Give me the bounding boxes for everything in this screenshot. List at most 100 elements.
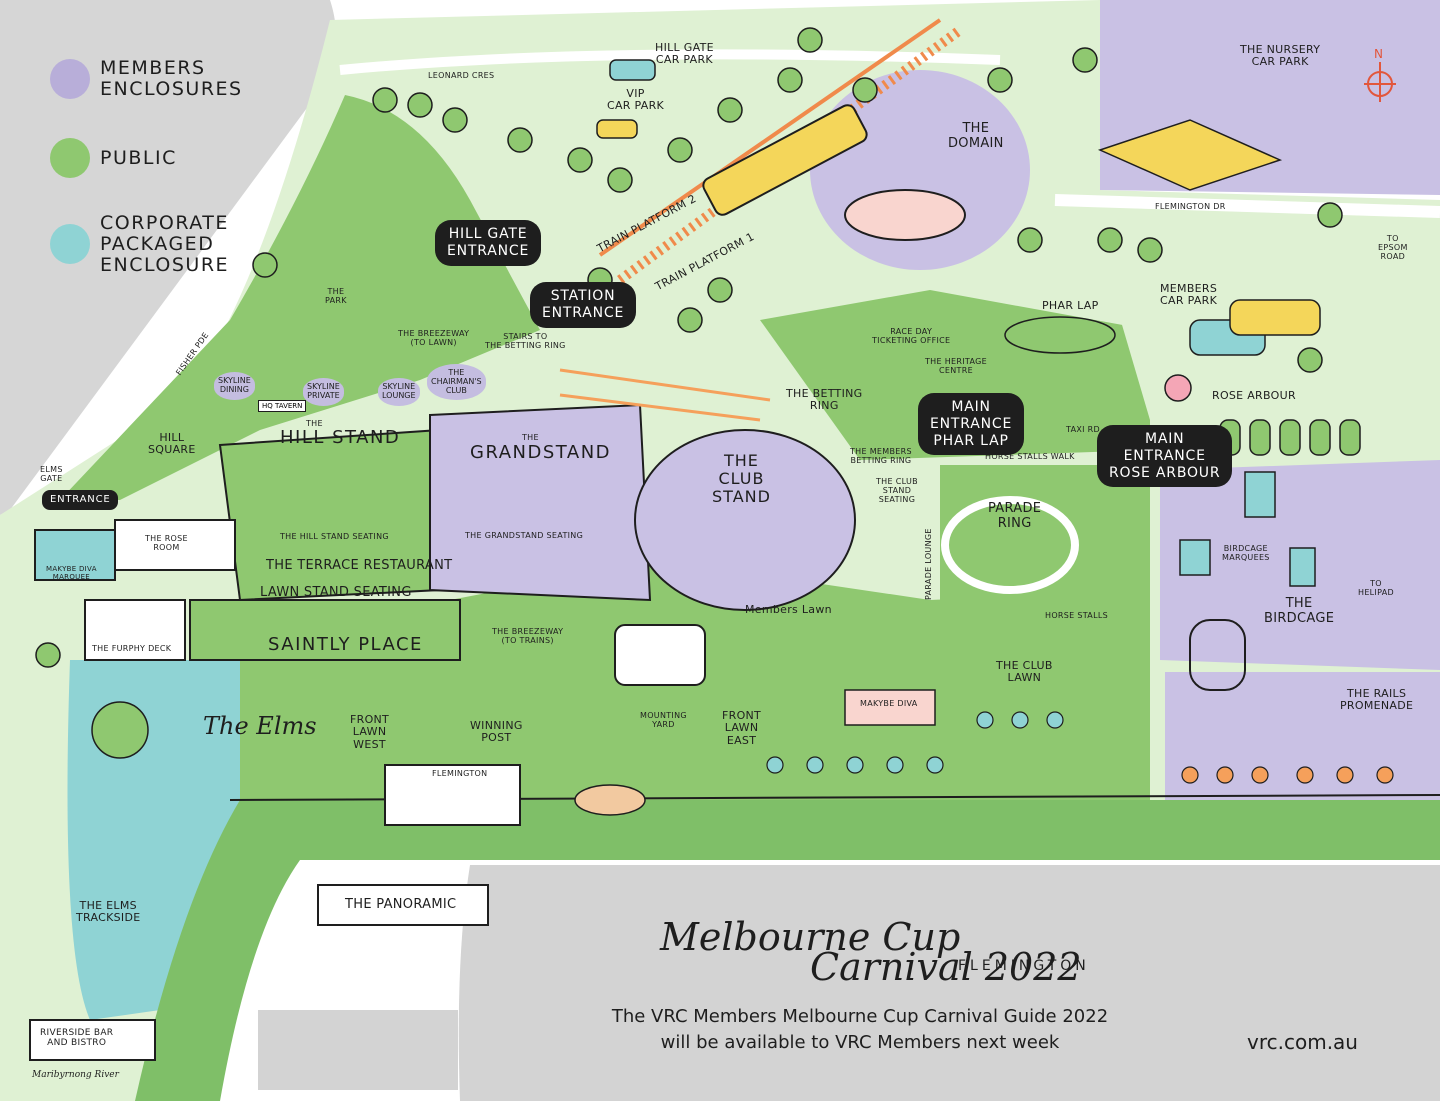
legend-public-label: PUBLIC	[100, 146, 177, 169]
compass-icon: N	[1364, 47, 1396, 102]
legend-corporate: CORPORATE PACKAGED ENCLOSURE	[50, 213, 229, 276]
parade-ring-area	[940, 465, 1150, 625]
parade-ring-label: PARADE RING	[988, 501, 1042, 531]
umbrellas	[766, 711, 1064, 774]
picnic-blanket	[1097, 119, 1283, 191]
infield-grey	[458, 865, 1440, 1101]
green-dot-icon	[50, 138, 90, 178]
hill-square-label: HILL SQUARE	[148, 431, 196, 457]
front-lawn-west-label: FRONT LAWN WEST	[350, 713, 390, 751]
birdcage-cage	[1189, 619, 1246, 691]
maribyrnong-river-label: Maribyrnong River	[32, 1070, 119, 1080]
legend-public: PUBLIC	[50, 138, 177, 178]
elms-gate-entrance[interactable]: ENTRANCE	[42, 490, 119, 510]
skyline-private-bubble: SKYLINE PRIVATE	[303, 378, 344, 406]
rails-umbrellas	[1181, 766, 1394, 784]
legend-members: MEMBERS ENCLOSURES	[50, 58, 243, 100]
makybe-diva-marquee-label: MAKYBE DIVA MARQUEE	[46, 565, 97, 581]
the-rails-promenade-label: THE RAILS PROMENADE	[1340, 687, 1414, 713]
racing-horse	[574, 784, 646, 816]
rose-room-label: THE ROSE ROOM	[145, 534, 188, 552]
birdcage-marquees	[1179, 471, 1316, 587]
public-park-left	[60, 95, 540, 500]
vip-car	[596, 119, 638, 139]
winning-post-gate	[384, 764, 521, 826]
train-platform-2-label: TRAIN PLATFORM 2	[595, 191, 699, 256]
grandstand-seating: THE GRANDSTAND SEATING	[465, 531, 584, 540]
train-platform-1-label: TRAIN PLATFORM 1	[653, 229, 757, 294]
flemington-dr-label: FLEMINGTON DR	[1155, 202, 1226, 211]
betting-ring-stairs	[559, 368, 771, 422]
grandstand-building	[429, 403, 652, 602]
front-lawn-east-label: FRONT LAWN EAST	[722, 709, 762, 747]
flemington-drive-road	[1054, 194, 1440, 218]
nursery-car-park-label: THE NURSERY CAR PARK	[1240, 43, 1321, 69]
makybe-marquee	[34, 529, 116, 581]
leonard-cres-label: LEONARD CRES	[428, 71, 495, 80]
phar-lap-garden	[1004, 316, 1116, 354]
saintly-place-label: SAINTLY PLACE	[268, 634, 423, 655]
heritage-centre-label: THE HERITAGE CENTRE	[925, 357, 987, 375]
elms-gate-label: ELMS GATE	[40, 465, 63, 483]
furphy-deck-building	[84, 599, 186, 661]
hill-gate-car-park-label: HILL GATE CAR PARK	[655, 41, 714, 67]
stairs-betting-ring-label: STAIRS TO THE BETTING RING	[485, 332, 566, 350]
station-entrance[interactable]: STATION ENTRANCE	[530, 282, 637, 328]
venue-label: FLEMINGTON	[958, 958, 1090, 974]
mounting-yard-label: MOUNTING YARD	[640, 711, 687, 729]
skyline-dining-bubble: SKYLINE DINING	[214, 372, 255, 400]
title-line-2: Carnival 2022	[810, 945, 1082, 989]
furphy-deck-label: THE FURPHY DECK	[92, 644, 172, 653]
hill-stand-label: HILL STAND	[280, 427, 401, 448]
riverside-bar-label: RIVERSIDE BAR AND BISTRO	[40, 1028, 114, 1049]
members-betting-ring-label: THE MEMBERS BETTING RING	[850, 447, 912, 465]
main-entrance-phar-lap[interactable]: MAIN ENTRANCE PHAR LAP	[918, 393, 1025, 456]
birdcage-marquees-label: BIRDCAGE MARQUEES	[1222, 544, 1270, 562]
parade-ring-track	[941, 496, 1079, 594]
legend-corporate-label: CORPORATE PACKAGED ENCLOSURE	[100, 212, 230, 276]
flemington-gate-label: FLEMINGTON	[432, 769, 488, 778]
phar-lap-label: PHAR LAP	[1042, 299, 1099, 312]
chairmans-club-bubble: THE CHAIRMAN'S CLUB	[427, 364, 486, 401]
breezeway-trains-label: THE BREEZEWAY (to trains)	[492, 627, 564, 645]
compass-north-label: N	[1374, 47, 1383, 61]
riverside-bar-building	[29, 1019, 156, 1061]
parade-lounge-label: PARADE LOUNGE	[924, 528, 933, 600]
the-club-lawn-label: THE CLUB LAWN	[996, 659, 1053, 685]
the-elms-label: The Elms	[203, 712, 317, 740]
teal-dot-icon	[50, 224, 90, 265]
infield-grey-left	[258, 1010, 458, 1090]
the-birdcage-label: THE BIRDCAGE	[1264, 596, 1335, 626]
hq-tavern-label: HQ TAVERN	[258, 400, 307, 412]
winning-post-label: WINNING POST	[470, 719, 523, 745]
main-entrance-rose-arbour[interactable]: MAIN ENTRANCE ROSE ARBOUR	[1097, 425, 1233, 488]
fountain	[844, 189, 966, 241]
breezeway-lawn-label: THE BREEZEWAY (to lawn)	[398, 329, 470, 347]
trees	[35, 27, 1343, 759]
makybe-diva-label: MAKYBE DIVA	[860, 699, 918, 708]
legend-members-label: MEMBERS ENCLOSURES	[100, 57, 243, 100]
hill-stand-seating: THE HILL STAND SEATING	[280, 532, 389, 541]
members-lawn-label: Members Lawn	[745, 603, 832, 616]
club-stand-building	[634, 429, 856, 611]
horse-stalls-walk-label: HORSE STALLS WALK	[985, 452, 1075, 461]
vip-car-park-label: VIP CAR PARK	[607, 87, 665, 113]
the-domain-label: THE DOMAIN	[948, 121, 1004, 151]
website-link[interactable]: vrc.com.au	[1247, 1030, 1358, 1054]
grandstand-label: GRANDSTAND	[470, 442, 612, 463]
panoramic-building	[317, 884, 489, 926]
betting-ring-label: THE BETTING RING	[786, 387, 863, 413]
hill-gate-car	[609, 59, 656, 81]
saintly-place-building	[189, 599, 461, 661]
race-day-ticketing-label: RACE DAY TICKETING OFFICE	[872, 327, 951, 345]
fisher-pde-label: FISHER PDE	[174, 330, 211, 378]
grandstand-prefix: THE	[522, 433, 539, 442]
makybe-diva-statue	[844, 689, 936, 726]
rails-promenade-area	[1165, 672, 1440, 800]
hill-gate-entrance[interactable]: HILL GATE ENTRANCE	[435, 220, 542, 266]
club-stand-label: THE CLUB STAND	[712, 451, 771, 506]
taxi-rd-label: TAXI RD	[1066, 425, 1100, 434]
panoramic-label: THE PANORAMIC	[345, 897, 457, 912]
members-guide-notice: The VRC Members Melbourne Cup Carnival G…	[611, 1006, 1109, 1054]
